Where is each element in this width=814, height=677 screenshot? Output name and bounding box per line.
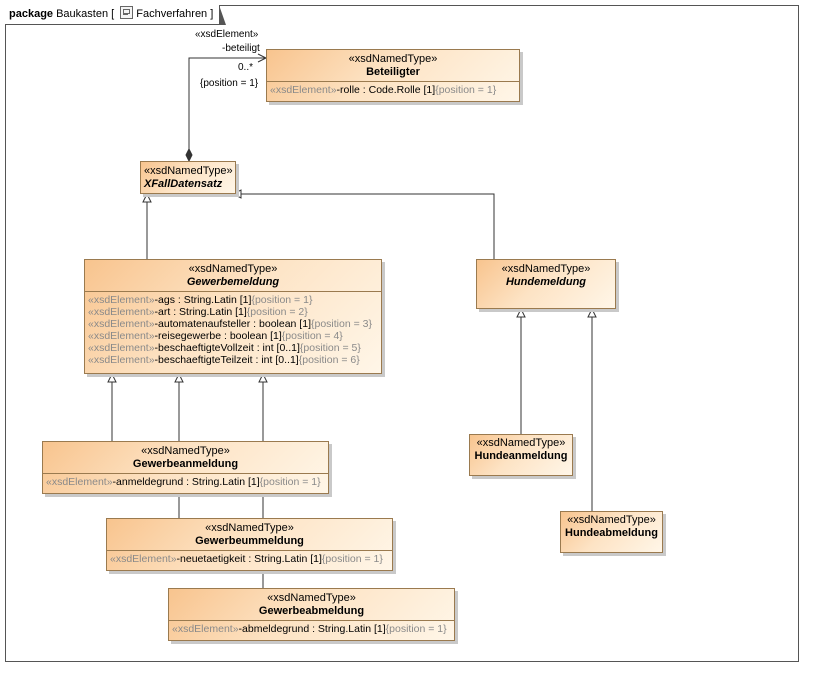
stereotype-label: «xsdNamedType» — [144, 165, 233, 177]
class-name: Gewerbeanmeldung — [132, 458, 239, 470]
class-name: Beteiligter — [366, 66, 420, 78]
attribute-row: «xsdElement»-ags : String.Latin [1]{posi… — [88, 294, 313, 306]
class-header: «xsdNamedType» Gewerbeabmeldung — [169, 589, 454, 620]
diagram-frame — [5, 5, 799, 662]
association-constraint: {position = 1} — [200, 78, 259, 89]
generalization-arrowhead — [142, 192, 152, 203]
attribute-row: «xsdElement»-rolle : Code.Rolle [1]{posi… — [270, 84, 497, 96]
attribute-compartment: «xsdElement»-neuetaetigkeit : String.Lat… — [107, 550, 392, 567]
stereotype-label: «xsdNamedType» — [501, 263, 591, 275]
class-header: «xsdNamedType» Gewerbemeldung — [85, 260, 381, 291]
stereotype-label: «xsdNamedType» — [567, 514, 656, 526]
stereotype-label: «xsdNamedType» — [205, 522, 294, 534]
generalization-arrowhead — [516, 307, 526, 318]
package-keyword: package — [9, 8, 54, 20]
generalization-arrowhead — [231, 189, 242, 199]
attribute-row: «xsdElement»-anmeldegrund : String.Latin… — [46, 476, 321, 488]
class-header: «xsdNamedType» Hundeabmeldung — [561, 512, 662, 542]
package-name: Baukasten — [56, 8, 109, 20]
stereotype-label: «xsdNamedType» — [141, 445, 230, 457]
package-tab: package Baukasten [ Fachverfahren ] — [5, 5, 227, 25]
attribute-row: «xsdElement»-art : String.Latin [1]{posi… — [88, 306, 308, 318]
generalization-arrowhead — [107, 372, 117, 383]
attribute-row: «xsdElement»-reisegewerbe : boolean [1]{… — [88, 330, 343, 342]
class-hundeanmeldung[interactable]: «xsdNamedType» Hundeanmeldung — [469, 434, 573, 476]
attribute-row: «xsdElement»-beschaeftigteVollzeit : int… — [88, 342, 361, 354]
class-name: XFallDatensatz — [144, 178, 223, 190]
class-hundemeldung[interactable]: «xsdNamedType» Hundemeldung — [476, 259, 616, 309]
generalization-arrowhead — [587, 307, 597, 318]
class-gewerbeummeldung[interactable]: «xsdNamedType» Gewerbeummeldung «xsdElem… — [106, 518, 393, 571]
composition-diamond — [185, 147, 193, 163]
class-gewerbeabmeldung[interactable]: «xsdNamedType» Gewerbeabmeldung «xsdElem… — [168, 588, 455, 641]
class-header: «xsdNamedType» Hundeanmeldung — [470, 435, 572, 465]
class-name: Hundeanmeldung — [474, 450, 568, 462]
association-multiplicity: 0..* — [238, 62, 254, 73]
class-header: «xsdNamedType» Gewerbeummeldung — [107, 519, 392, 550]
class-header: «xsdNamedType» XFallDatensatz — [141, 162, 235, 193]
class-header: «xsdNamedType» Gewerbeanmeldung — [43, 442, 328, 473]
association-line — [188, 57, 266, 153]
class-name: Hundeabmeldung — [565, 527, 658, 539]
class-name: Gewerbemeldung — [186, 276, 280, 288]
stereotype-label: «xsdNamedType» — [348, 53, 438, 65]
generalization-arrowhead — [174, 372, 184, 383]
association-role: -beteiligt — [222, 43, 260, 54]
class-header: «xsdNamedType» Hundemeldung — [477, 260, 615, 291]
stereotype-label: «xsdNamedType» — [476, 437, 566, 449]
stereotype-label: «xsdNamedType» — [267, 592, 356, 604]
class-name: Gewerbeabmeldung — [258, 605, 365, 617]
class-beteiligter[interactable]: «xsdNamedType» Beteiligter «xsdElement»-… — [266, 49, 520, 102]
attribute-row: «xsdElement»-abmeldegrund : String.Latin… — [172, 623, 447, 635]
package-diagram-icon — [120, 6, 134, 19]
generalization-hundemeldung — [241, 193, 495, 259]
attribute-compartment: «xsdElement»-anmeldegrund : String.Latin… — [43, 473, 328, 490]
class-hundeabmeldung[interactable]: «xsdNamedType» Hundeabmeldung — [560, 511, 663, 553]
attribute-compartment: «xsdElement»-abmeldegrund : String.Latin… — [169, 620, 454, 637]
attribute-compartment: «xsdElement»-ags : String.Latin [1]{posi… — [85, 291, 381, 368]
diagram-name: Fachverfahren — [136, 8, 208, 20]
class-name: Gewerbeummeldung — [195, 535, 304, 547]
attribute-compartment: «xsdElement»-rolle : Code.Rolle [1]{posi… — [267, 81, 519, 98]
attribute-row: «xsdElement»-neuetaetigkeit : String.Lat… — [110, 553, 383, 565]
class-xfalldatensatz[interactable]: «xsdNamedType» XFallDatensatz — [140, 161, 236, 194]
class-gewerbemeldung[interactable]: «xsdNamedType» Gewerbemeldung «xsdElemen… — [84, 259, 382, 374]
class-header: «xsdNamedType» Beteiligter — [267, 50, 519, 81]
stereotype-label: «xsdNamedType» — [188, 263, 278, 275]
attribute-row: «xsdElement»-automatenaufsteller : boole… — [88, 318, 372, 330]
association-stereotype: «xsdElement» — [195, 29, 259, 40]
class-name: Hundemeldung — [505, 276, 587, 288]
generalization-arrowhead — [258, 372, 268, 383]
attribute-row: «xsdElement»-beschaeftigteTeilzeit : int… — [88, 354, 360, 366]
class-gewerbeanmeldung[interactable]: «xsdNamedType» Gewerbeanmeldung «xsdElem… — [42, 441, 329, 494]
